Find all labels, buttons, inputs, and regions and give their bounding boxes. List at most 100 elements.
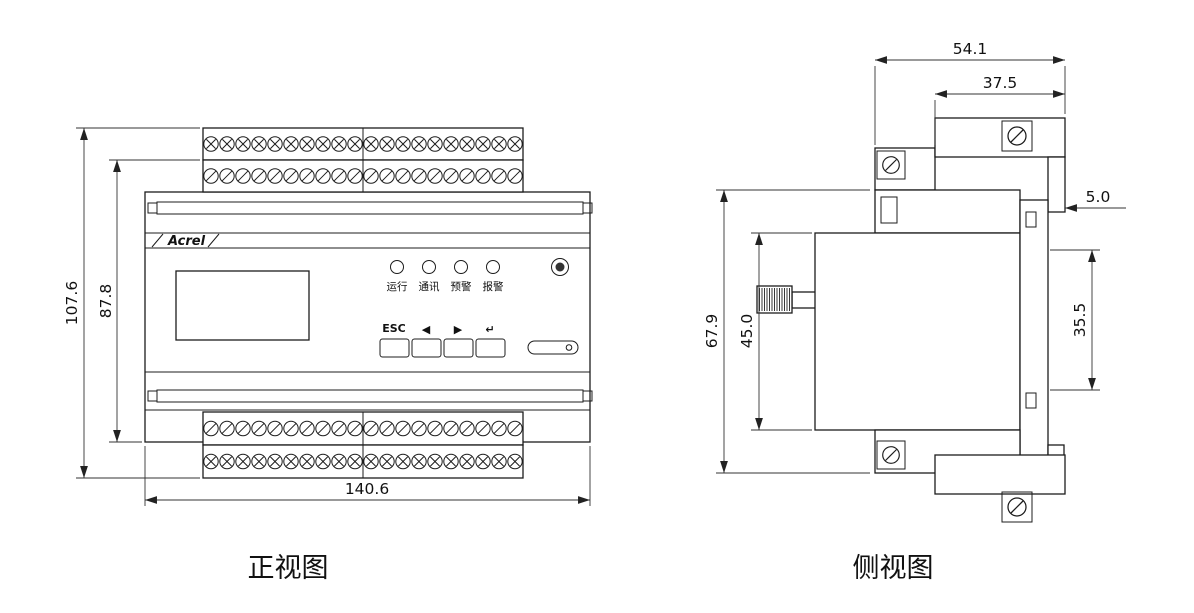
terminal-screw <box>315 168 331 184</box>
terminal-screw <box>347 453 363 470</box>
panel-lip <box>1047 156 1066 213</box>
dim-front-total-height: 107.6 <box>63 281 81 325</box>
terminal-screw <box>315 453 331 470</box>
front-view: Acrel 运行 通讯 预警 报警 ESC ◀ ▶ ↵ <box>63 127 593 584</box>
terminal-screw <box>459 168 475 184</box>
terminal-screw <box>411 453 427 470</box>
terminal-screw <box>219 136 235 152</box>
terminal-screw <box>299 453 315 470</box>
led-label-run: 运行 <box>387 280 408 293</box>
enter-button <box>475 338 506 358</box>
top-cover-slab <box>934 117 1066 158</box>
side-terminal-screw <box>1007 126 1027 146</box>
side-terminal-screw <box>1007 497 1027 517</box>
terminal-screw <box>427 136 443 152</box>
terminal-screw <box>379 420 395 437</box>
terminal-screw <box>427 168 443 184</box>
terminal-screw <box>267 420 283 437</box>
front-view-caption: 正视图 <box>248 553 329 584</box>
led-indicators <box>390 260 500 274</box>
esc-button <box>379 338 410 358</box>
terminal-screw <box>507 453 523 470</box>
screw-stem <box>791 291 817 309</box>
led-label-comm: 通讯 <box>419 280 440 293</box>
terminal-screw <box>299 168 315 184</box>
terminal-screw <box>507 168 523 184</box>
side-terminal-screw <box>882 446 900 464</box>
terminal-screw <box>427 420 443 437</box>
lcd-display <box>175 270 310 341</box>
led-label-alarm: 报警 <box>483 280 504 293</box>
terminal-screw <box>315 420 331 437</box>
dim-side-panel-lip: 5.0 <box>1086 188 1111 206</box>
terminal-screw <box>443 453 459 470</box>
terminal-screw <box>219 420 235 437</box>
key-label-right: ▶ <box>454 323 463 336</box>
brand-area: Acrel <box>151 233 220 249</box>
terminal-screw <box>299 420 315 437</box>
side-view-caption: 侧视图 <box>853 553 934 584</box>
terminal-opening <box>880 196 898 224</box>
terminal-block-bottom <box>202 411 524 479</box>
panel-notch-top <box>1025 211 1037 228</box>
key-label-esc: ESC <box>382 322 406 335</box>
seal-slot <box>527 340 579 355</box>
terminal-screw <box>475 420 491 437</box>
terminal-screw <box>283 420 299 437</box>
terminal-screw <box>347 420 363 437</box>
terminal-screw <box>475 136 491 152</box>
terminal-screw <box>475 168 491 184</box>
terminal-screw <box>363 136 379 152</box>
terminal-screw <box>491 136 507 152</box>
terminal-screw <box>459 136 475 152</box>
left-button <box>411 338 442 358</box>
terminal-screw <box>363 453 379 470</box>
terminal-screw <box>379 168 395 184</box>
buzzer-inner <box>555 262 565 272</box>
terminal-screw <box>203 136 219 152</box>
terminal-screw <box>235 453 251 470</box>
terminal-screw <box>267 136 283 152</box>
top-rail-clip-right <box>582 202 593 214</box>
terminal-screw <box>491 420 507 437</box>
terminal-screw <box>395 136 411 152</box>
key-label-enter: ↵ <box>485 323 494 336</box>
terminal-screw <box>459 453 475 470</box>
dim-side-total-height: 67.9 <box>703 314 721 349</box>
terminal-screw <box>219 168 235 184</box>
front-device-body <box>144 191 593 443</box>
terminal-screw <box>347 168 363 184</box>
terminal-screw <box>235 136 251 152</box>
terminal-screw <box>251 168 267 184</box>
terminal-screw <box>203 453 219 470</box>
terminal-screw <box>267 453 283 470</box>
top-rail-clip-left <box>147 202 158 214</box>
side-view: 54.1 37.5 5.0 67.9 45.0 35.5 侧视图 <box>703 40 1126 584</box>
terminal-screw <box>235 168 251 184</box>
terminal-screw <box>219 453 235 470</box>
terminal-screw <box>379 453 395 470</box>
bottom-rail-clip-left <box>147 390 158 402</box>
bottom-cover-slab <box>934 454 1066 495</box>
dim-front-width: 140.6 <box>345 480 389 498</box>
side-device-profile <box>756 117 1066 523</box>
terminal-screw <box>379 136 395 152</box>
dim-side-total-depth: 54.1 <box>953 40 988 58</box>
left-terminal-screw-box <box>876 150 906 180</box>
led-run <box>390 260 404 274</box>
front-panel-plate <box>1019 199 1049 459</box>
brand-logo: Acrel <box>167 234 206 249</box>
keypad: ESC ◀ ▶ ↵ <box>379 322 506 358</box>
terminal-screw <box>475 453 491 470</box>
terminal-screw <box>459 420 475 437</box>
terminal-screw <box>203 168 219 184</box>
terminal-screw <box>363 420 379 437</box>
terminal-screw <box>347 136 363 152</box>
terminal-screw <box>507 136 523 152</box>
terminal-screw <box>283 453 299 470</box>
terminal-screw <box>251 136 267 152</box>
terminal-screw <box>507 420 523 437</box>
buzzer-outer-ring <box>551 258 569 276</box>
